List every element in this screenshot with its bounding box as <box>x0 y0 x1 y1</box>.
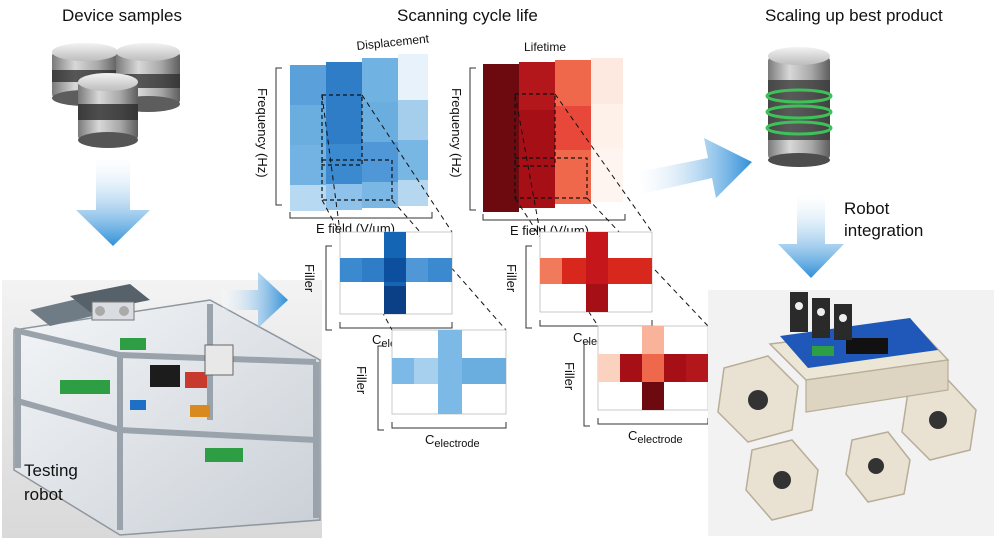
slice-4-ylabel: Filler <box>562 362 577 391</box>
robot-integration-label-2: integration <box>844 221 923 240</box>
scaled-product-illustration <box>765 47 833 167</box>
scanning-cycle-life-heading: Scanning cycle life <box>397 6 538 25</box>
lifetime-title: Lifetime <box>524 40 566 54</box>
lifetime-slice-2: Filler Celectrode <box>562 325 709 446</box>
lifetime-ylabel: Frequency (Hz) <box>449 88 464 178</box>
lifetime-heatmap: Lifetime Frequency (Hz) E field (V/µm) <box>449 40 626 238</box>
testing-robot-label-2: robot <box>24 485 63 504</box>
testing-robot-illustration <box>2 280 322 538</box>
slice-2-ylabel: Filler <box>354 366 369 395</box>
testing-robot-label-1: Testing <box>24 461 78 480</box>
sample-cylinder-3 <box>78 73 138 148</box>
arrow-right-scale <box>638 138 752 198</box>
displacement-ylabel: Frequency (Hz) <box>255 88 270 178</box>
device-samples-heading: Device samples <box>62 6 182 25</box>
displacement-slice-2: Filler Celectrode <box>354 329 507 450</box>
robot-integration-label-1: Robot <box>844 199 890 218</box>
device-samples-illustration <box>52 43 180 148</box>
displacement-heatmap: Displacement Frequency (Hz) E fiel <box>255 31 433 236</box>
arrow-down-samples <box>76 158 150 246</box>
slice-2-xlabel: Celectrode <box>425 432 480 450</box>
slice-4-xlabel: Celectrode <box>628 428 683 446</box>
scaling-up-heading: Scaling up best product <box>765 6 943 25</box>
integrated-robot-illustration <box>708 290 994 536</box>
displacement-title: Displacement <box>356 31 430 53</box>
arrow-right-robot <box>222 272 288 328</box>
slice-3-ylabel: Filler <box>504 264 519 293</box>
arrow-down-integration <box>778 194 844 278</box>
slice-1-ylabel: Filler <box>302 264 317 293</box>
